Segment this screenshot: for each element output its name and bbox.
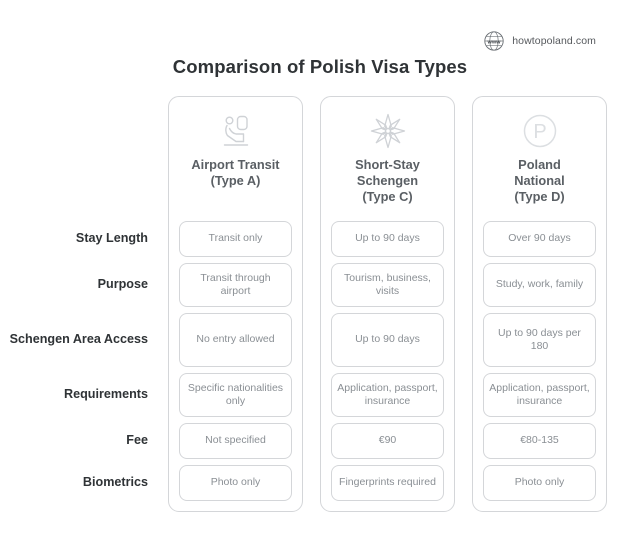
column-title-line1: Airport Transit	[191, 157, 280, 172]
cell-requirements: Specific nationalities only	[179, 373, 292, 417]
column-title-short-stay-schengen: Short-Stay Schengen (Type C)	[355, 157, 420, 205]
circled-p-icon: P	[521, 111, 559, 151]
cell-schengen-area-access: Up to 90 days per 180	[483, 313, 596, 367]
column-header-poland-national: P Poland National (Type D)	[479, 97, 600, 221]
row-label-stay-length: Stay Length	[75, 231, 148, 245]
column-title-poland-national: Poland National (Type D)	[514, 157, 564, 205]
cell-purpose: Tourism, business, visits	[331, 263, 444, 307]
svg-text:P: P	[533, 121, 546, 143]
row-label-purpose: Purpose	[97, 277, 148, 291]
column-title-airport-transit: Airport Transit (Type A)	[191, 157, 279, 189]
column-cells-short-stay-schengen: Up to 90 days Tourism, business, visits …	[327, 221, 448, 503]
column-cells-airport-transit: Transit only Transit through airport No …	[175, 221, 296, 503]
cell-schengen-area-access: No entry allowed	[179, 313, 292, 367]
page-title: Comparison of Polish Visa Types	[172, 56, 468, 77]
visa-column-airport-transit: Airport Transit (Type A) Transit only Tr…	[168, 96, 303, 512]
cell-purpose: Transit through airport	[179, 263, 292, 307]
compass-star-icon	[369, 111, 407, 151]
cell-purpose: Study, work, family	[483, 263, 596, 307]
column-title-line2: National	[514, 173, 565, 188]
brand-name: howtopoland.com	[512, 35, 596, 47]
cell-requirements: Application, passport, insurance	[331, 373, 444, 417]
cell-biometrics: Fingerprints required	[331, 465, 444, 501]
comparison-table: Stay Length Purpose Schengen Area Access…	[0, 96, 640, 512]
row-label-column: Stay Length Purpose Schengen Area Access…	[0, 96, 168, 512]
visa-column-poland-national: P Poland National (Type D) Over 90 days …	[472, 96, 607, 512]
column-cells-poland-national: Over 90 days Study, work, family Up to 9…	[479, 221, 600, 503]
column-title-line3: (Type C)	[362, 189, 413, 204]
cell-schengen-area-access: Up to 90 days	[331, 313, 444, 367]
cell-stay-length: Over 90 days	[483, 221, 596, 257]
cell-fee: €90	[331, 423, 444, 459]
column-title-line1: Poland	[518, 157, 561, 172]
column-header-airport-transit: Airport Transit (Type A)	[175, 97, 296, 221]
cell-fee: Not specified	[179, 423, 292, 459]
row-label-fee: Fee	[126, 433, 148, 447]
row-label-biometrics: Biometrics	[82, 475, 148, 489]
column-title-line2: (Type A)	[210, 173, 261, 188]
column-title-line2: Schengen	[356, 173, 419, 188]
cell-stay-length: Transit only	[179, 221, 292, 257]
globe-www-icon: www	[483, 30, 505, 52]
column-header-short-stay-schengen: Short-Stay Schengen (Type C)	[327, 97, 448, 221]
cell-fee: €80-135	[483, 423, 596, 459]
cell-biometrics: Photo only	[179, 465, 292, 501]
visa-type-columns: Airport Transit (Type A) Transit only Tr…	[168, 96, 607, 512]
row-label-schengen-area-access: Schengen Area Access	[9, 332, 148, 346]
cell-requirements: Application, passport, insurance	[483, 373, 596, 417]
column-title-line3: (Type D)	[514, 189, 565, 204]
row-label-requirements: Requirements	[64, 387, 148, 401]
cell-stay-length: Up to 90 days	[331, 221, 444, 257]
column-title-line1: Short-Stay	[355, 157, 420, 172]
cell-biometrics: Photo only	[483, 465, 596, 501]
airline-seat-icon	[217, 111, 255, 151]
visa-column-short-stay-schengen: Short-Stay Schengen (Type C) Up to 90 da…	[320, 96, 455, 512]
brand-logo: www howtopoland.com	[483, 30, 596, 52]
svg-text:www: www	[487, 39, 502, 45]
